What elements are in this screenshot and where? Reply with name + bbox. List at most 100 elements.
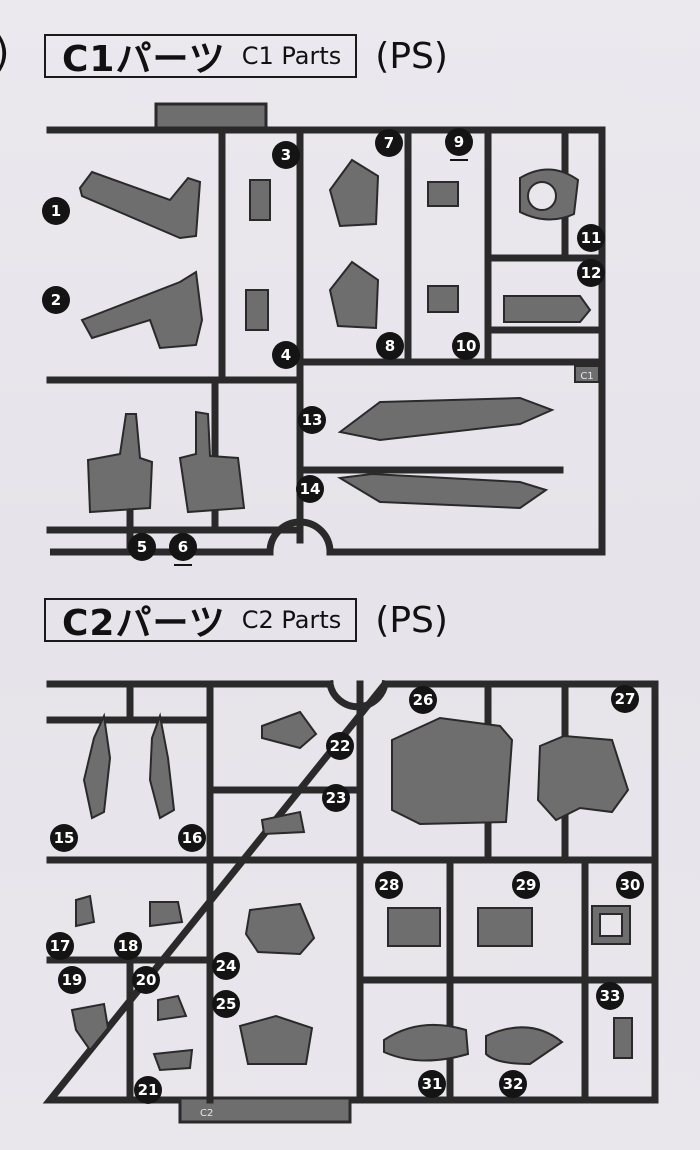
part-number-18: 18: [114, 932, 142, 960]
c2-runner-tag-text: C2: [200, 1108, 213, 1119]
svg-text:15: 15: [54, 829, 75, 847]
svg-text:13: 13: [302, 411, 323, 429]
svg-text:25: 25: [216, 995, 237, 1013]
c2-part-17-18: [75, 894, 184, 928]
svg-text:20: 20: [136, 971, 157, 989]
part-number-23: 23: [322, 784, 350, 812]
c1-part-12: [503, 295, 592, 323]
part-number-22: 22: [326, 732, 354, 760]
svg-text:32: 32: [503, 1075, 524, 1093]
part-number-27: 27: [611, 685, 639, 713]
part-number-25: 25: [212, 990, 240, 1018]
part-number-8: 8: [376, 332, 404, 360]
previous-section-paren: ): [0, 30, 10, 76]
c1-header: C1パーツ C1 Parts (PS): [44, 34, 448, 80]
c2-title: C2パーツ: [62, 603, 226, 644]
c1-part-13: [337, 396, 555, 442]
svg-text:21: 21: [138, 1081, 159, 1099]
svg-text:26: 26: [413, 691, 434, 709]
svg-text:11: 11: [581, 229, 602, 247]
svg-text:24: 24: [216, 957, 237, 975]
c2-part-30-hole: [599, 913, 623, 937]
c1-runner: C1: [46, 102, 606, 556]
part-number-4: 4: [272, 341, 300, 369]
c1-material: (PS): [375, 35, 448, 77]
svg-text:1: 1: [51, 202, 61, 220]
c2-part-24: [244, 902, 316, 956]
part-number-26: 26: [409, 686, 437, 714]
svg-text:14: 14: [300, 480, 321, 498]
c2-header: C2パーツ C2 Parts (PS): [44, 598, 448, 644]
svg-text:6: 6: [178, 538, 188, 556]
svg-text:31: 31: [422, 1075, 443, 1093]
svg-text:9: 9: [454, 133, 464, 151]
part-number-16: 16: [178, 824, 206, 852]
c1-callouts: 1 2 3 4 5 6 7 8 9 10 11 12 13 14: [42, 128, 605, 561]
c2-part-31-32: [383, 1023, 564, 1066]
part-number-32: 32: [499, 1070, 527, 1098]
part-number-20: 20: [132, 966, 160, 994]
svg-text:33: 33: [600, 987, 621, 1005]
c1-runner-tag-text: C1: [580, 371, 593, 382]
c1-runner-tag: [574, 365, 600, 383]
part-number-10: 10: [452, 332, 480, 360]
c1-part-14: [337, 472, 549, 510]
svg-text:16: 16: [182, 829, 203, 847]
c2-part-15-16: [82, 712, 176, 820]
part-number-21: 21: [134, 1076, 162, 1104]
c2-subtitle: C2 Parts: [241, 606, 342, 634]
c2-part-23: [260, 810, 306, 836]
c2-part-22: [261, 710, 318, 750]
part-number-1: 1: [42, 197, 70, 225]
part-number-19: 19: [58, 966, 86, 994]
c2-title-box: C2パーツ C2 Parts: [44, 598, 358, 644]
c2-part-28-29: [387, 907, 533, 947]
c1-subtitle: C1 Parts: [241, 42, 342, 70]
svg-text:27: 27: [615, 690, 636, 708]
c2-part-19-21: [70, 994, 194, 1072]
c1-part-2: [80, 270, 204, 350]
c1-part-5-6: [86, 410, 246, 514]
part-number-2: 2: [42, 286, 70, 314]
c2-callouts: 15 16 17 18 19 20 21 22 23 24 25 26 27 2…: [46, 685, 644, 1104]
part-number-15: 15: [50, 824, 78, 852]
svg-text:2: 2: [51, 291, 61, 309]
svg-text:7: 7: [384, 134, 394, 152]
part-number-11: 11: [577, 224, 605, 252]
c2-runner: C2: [42, 679, 659, 1124]
svg-text:3: 3: [281, 146, 291, 164]
part-number-28: 28: [375, 871, 403, 899]
c1-title: C1パーツ: [62, 39, 226, 80]
svg-text:4: 4: [281, 346, 291, 364]
part-number-13: 13: [298, 406, 326, 434]
svg-text:29: 29: [516, 876, 537, 894]
svg-text:12: 12: [581, 264, 602, 282]
svg-text:17: 17: [50, 937, 71, 955]
svg-text:30: 30: [620, 876, 641, 894]
c1-part-7-8: [328, 158, 380, 330]
part-number-24: 24: [212, 952, 240, 980]
part-number-5: 5: [128, 533, 156, 561]
part-number-30: 30: [616, 871, 644, 899]
c1-part-9-10: [427, 181, 459, 313]
c2-part-33: [613, 1017, 633, 1059]
c2-part-27: [536, 734, 630, 822]
svg-text:28: 28: [379, 876, 400, 894]
part-number-29: 29: [512, 871, 540, 899]
svg-text:18: 18: [118, 937, 139, 955]
c1-part-11-hole: [527, 181, 557, 211]
c1-frame: [46, 126, 606, 556]
part-number-9: 9: [445, 128, 473, 156]
c1-gate-tab: [154, 102, 268, 132]
part-number-3: 3: [272, 141, 300, 169]
svg-text:23: 23: [326, 789, 347, 807]
svg-text:10: 10: [456, 337, 477, 355]
c1-part-1: [78, 170, 202, 240]
part-number-14: 14: [296, 475, 324, 503]
part-number-31: 31: [418, 1070, 446, 1098]
svg-text:22: 22: [330, 737, 351, 755]
svg-text:5: 5: [137, 538, 147, 556]
part-number-33: 33: [596, 982, 624, 1010]
svg-text:19: 19: [62, 971, 83, 989]
